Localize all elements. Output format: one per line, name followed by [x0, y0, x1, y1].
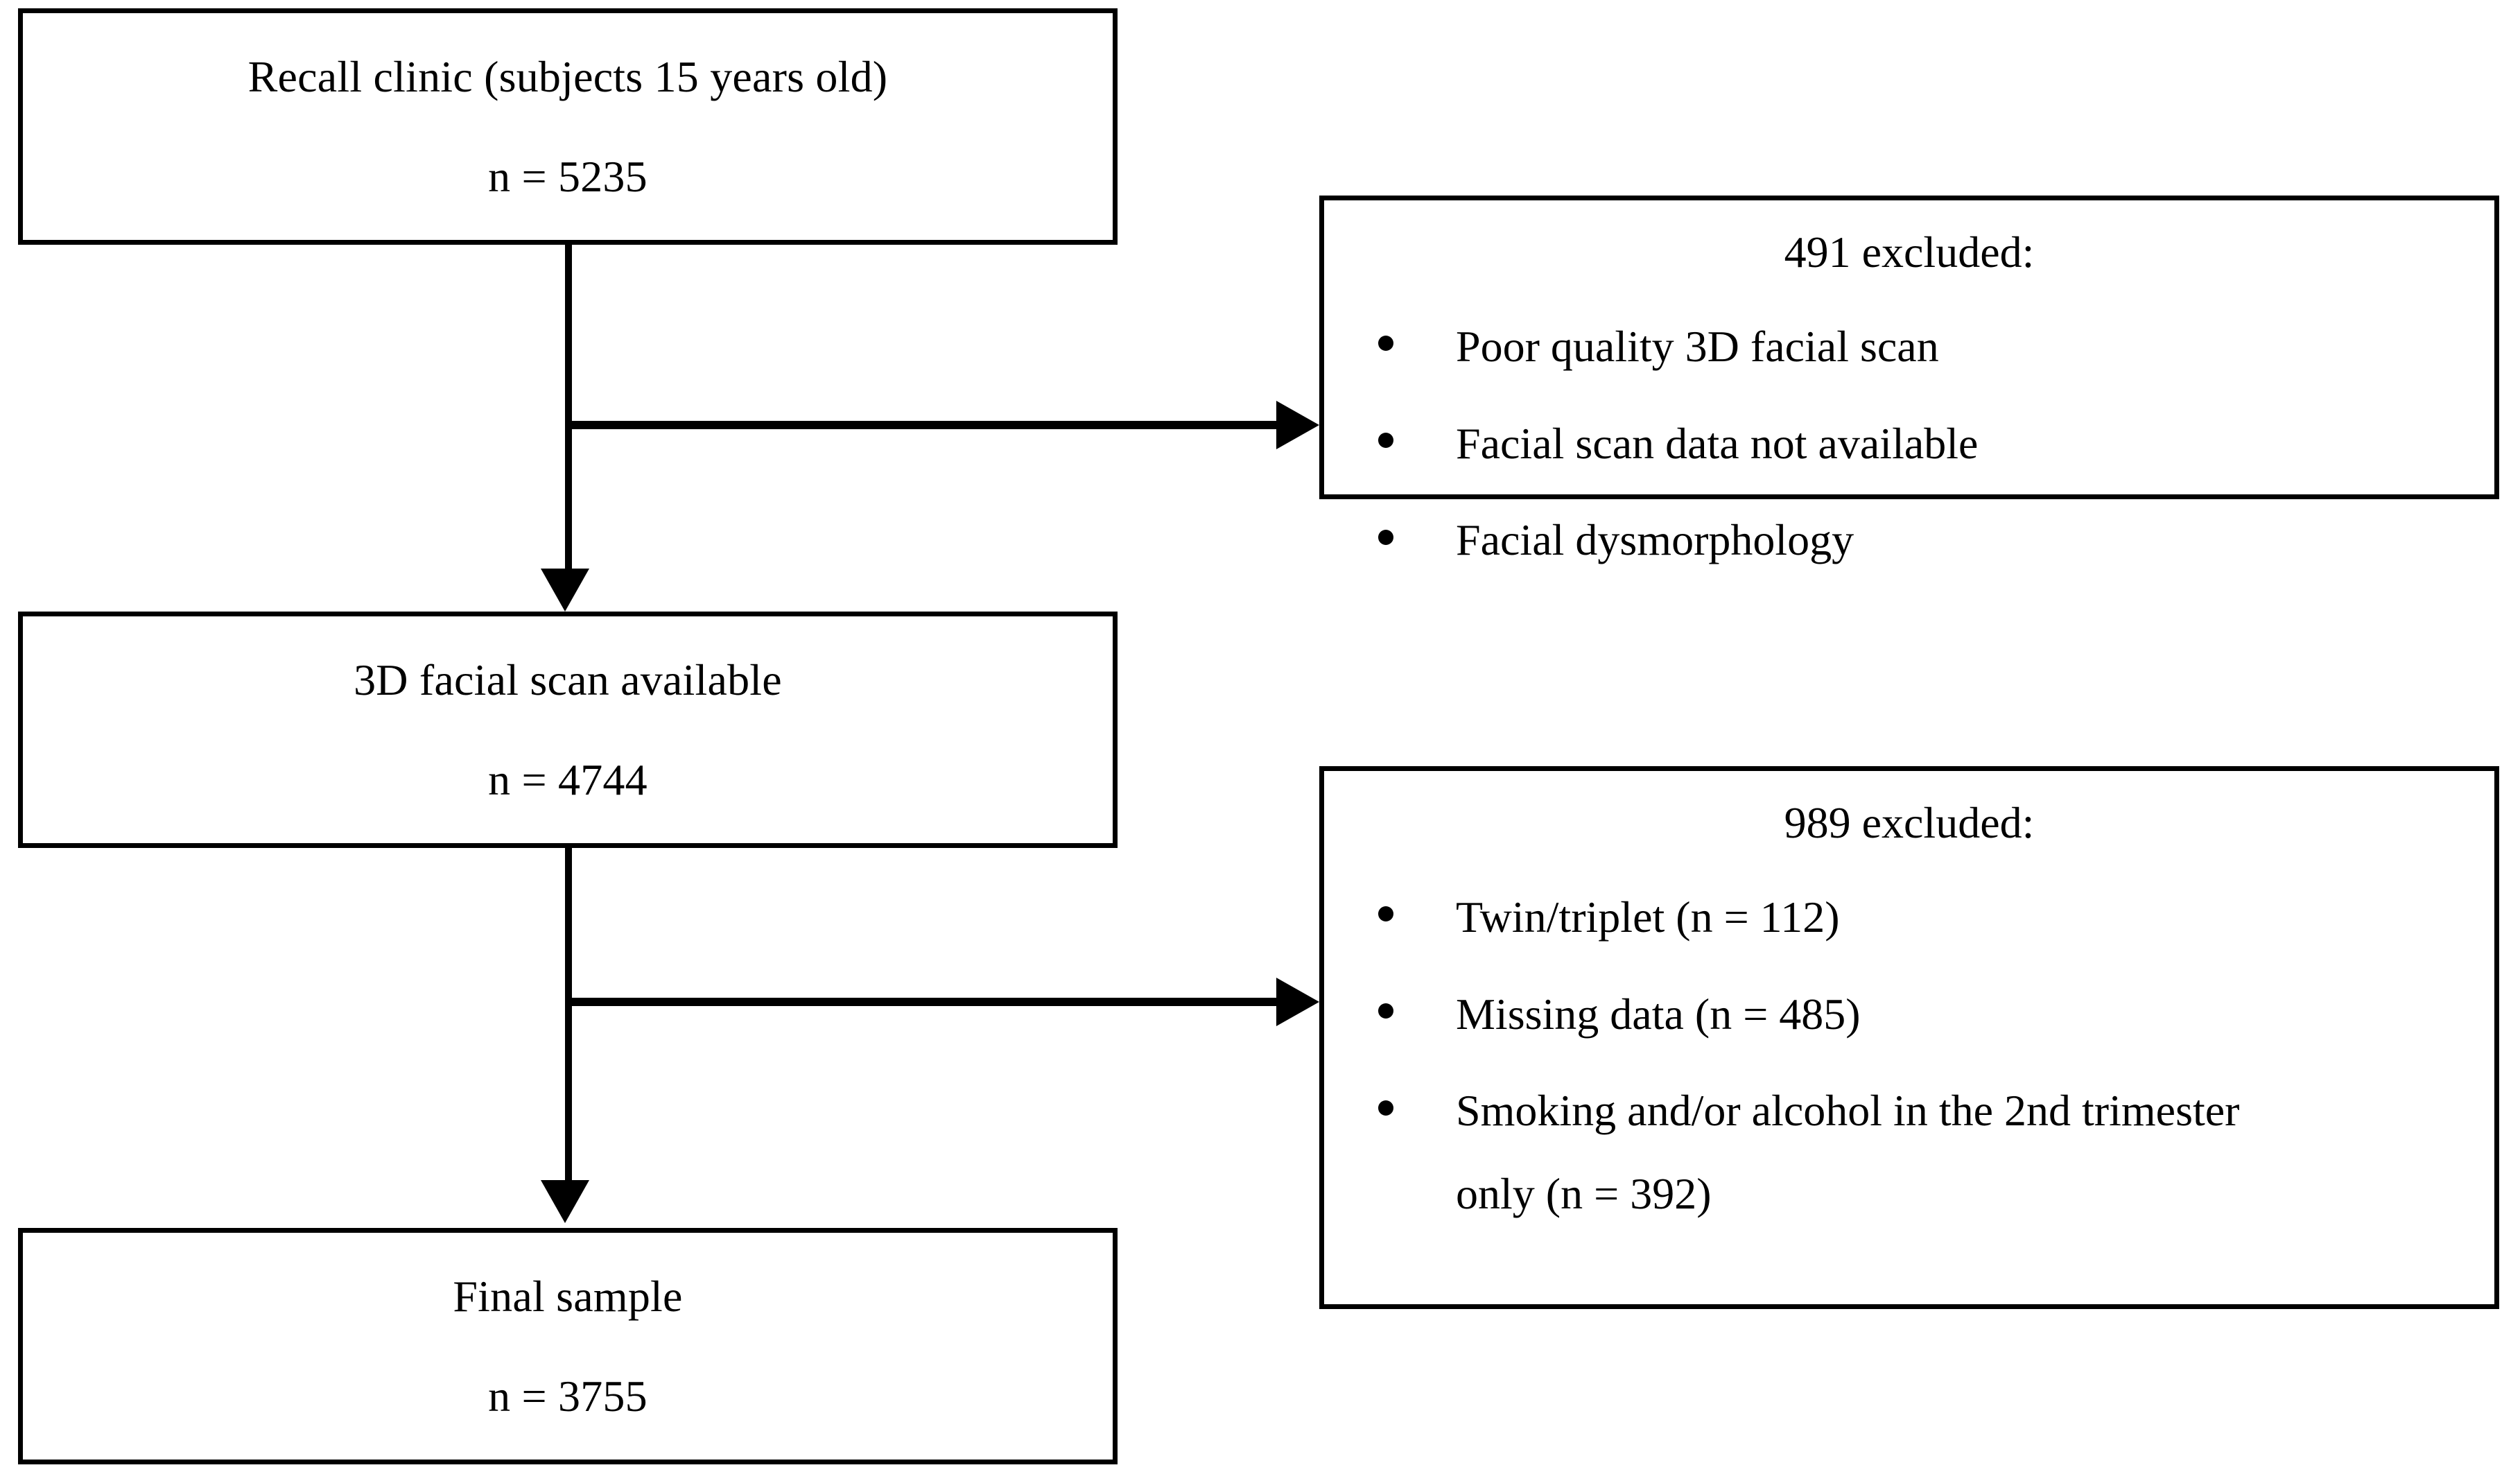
- exclusion-item-text-wrap: only (n = 392): [1456, 1169, 1712, 1219]
- exclusion-box-1: 491 excluded: Poor quality 3D facial sca…: [1319, 196, 2499, 564]
- connector-horizontal-1: [565, 421, 1278, 429]
- exclusion-title: 491 excluded:: [1784, 227, 2035, 277]
- exclusion-list-item: Poor quality 3D facial scan: [1324, 318, 2489, 375]
- exclusion-title: 989 excluded:: [1784, 798, 2035, 847]
- bullet-icon: [1378, 433, 1393, 449]
- bullet-icon: [1378, 530, 1393, 545]
- exclusion-item-text: Facial dysmorphology: [1456, 515, 1854, 565]
- exclusion-item-text: Poor quality 3D facial scan: [1456, 321, 1939, 371]
- exclusion-item-text: Facial scan data not available: [1456, 418, 1979, 468]
- flow-node-facial-scan-available: 3D facial scan available n = 4744: [18, 612, 1118, 848]
- exclusion-list: Poor quality 3D facial scan Facial scan …: [1324, 318, 2494, 569]
- bullet-icon: [1378, 1100, 1393, 1116]
- exclusion-box-2: 989 excluded: Twin/triplet (n = 112) Mis…: [1319, 766, 2499, 1309]
- node-title: Final sample: [453, 1271, 683, 1321]
- flow-node-recall-clinic: Recall clinic (subjects 15 years old) n …: [18, 8, 1118, 245]
- exclusion-list: Twin/triplet (n = 112) Missing data (n =…: [1324, 889, 2494, 1223]
- exclusion-list-item: Facial scan data not available: [1324, 415, 2489, 472]
- node-title: 3D facial scan available: [354, 655, 782, 704]
- bullet-icon: [1378, 906, 1393, 922]
- connector-vertical-1: [565, 245, 572, 571]
- exclusion-list-item: Missing data (n = 485): [1324, 986, 2489, 1043]
- arrowhead-down-2: [541, 1180, 589, 1223]
- exclusion-list-item: Facial dysmorphology: [1324, 512, 2489, 569]
- exclusion-item-text: Missing data (n = 485): [1456, 989, 1861, 1039]
- arrowhead-right-1: [1276, 401, 1319, 449]
- connector-vertical-2: [565, 848, 572, 1182]
- flow-node-final-sample: Final sample n = 3755: [18, 1228, 1118, 1464]
- bullet-icon: [1378, 1003, 1393, 1019]
- exclusion-item-text: Smoking and/or alcohol in the 2nd trimes…: [1456, 1086, 2240, 1136]
- node-count: n = 3755: [488, 1371, 648, 1421]
- exclusion-item-text: Twin/triplet (n = 112): [1456, 892, 1840, 942]
- node-count: n = 4744: [488, 754, 648, 804]
- bullet-icon: [1378, 336, 1393, 352]
- connector-horizontal-2: [565, 998, 1278, 1006]
- arrowhead-down-1: [541, 569, 589, 612]
- arrowhead-right-2: [1276, 978, 1319, 1026]
- exclusion-list-item: Twin/triplet (n = 112): [1324, 889, 2489, 946]
- node-count: n = 5235: [488, 151, 648, 201]
- node-title: Recall clinic (subjects 15 years old): [247, 51, 888, 101]
- exclusion-list-item: Smoking and/or alcohol in the 2nd trimes…: [1324, 1082, 2489, 1222]
